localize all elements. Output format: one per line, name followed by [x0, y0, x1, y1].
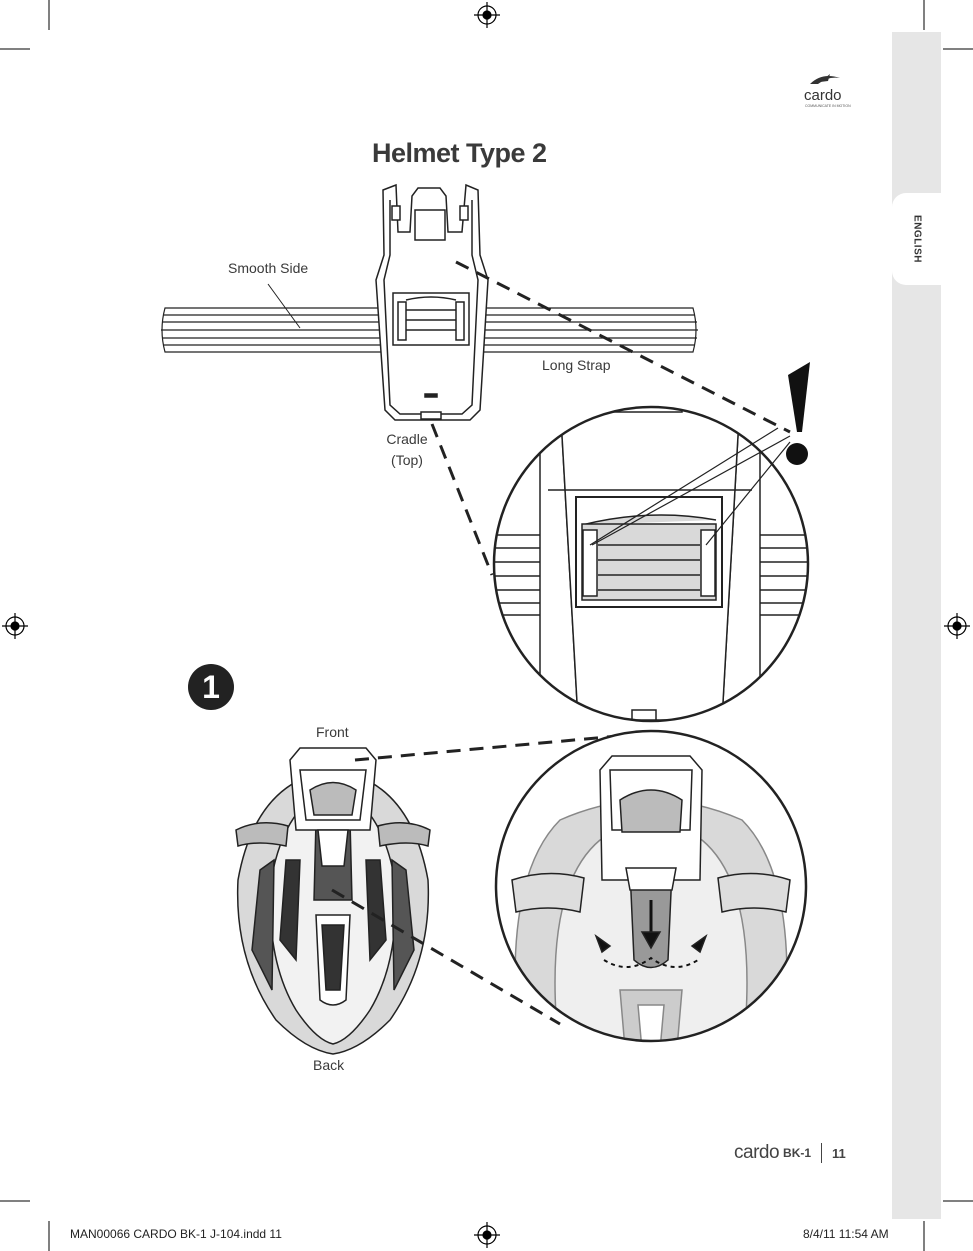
- cradle-top-view: [375, 183, 489, 421]
- warning-pointer-lines: [589, 427, 791, 546]
- step-number-badge: 1: [188, 664, 234, 710]
- registration-mark-left: [2, 613, 28, 639]
- smooth-side-pointer: [267, 283, 301, 329]
- registration-mark-bottom: [474, 1222, 500, 1248]
- registration-mark-right: [944, 613, 970, 639]
- cradle-label-line2: (Top): [391, 452, 423, 468]
- helmet-top-view: [235, 747, 431, 1055]
- slug-filename: MAN00066 CARDO BK-1 J-104.indd 11: [70, 1227, 282, 1241]
- footer-divider: [821, 1143, 823, 1163]
- footer-model: BK-1: [783, 1146, 812, 1160]
- language-tab: [892, 193, 941, 285]
- long-strap-label: Long Strap: [542, 357, 611, 373]
- front-label: Front: [316, 724, 349, 740]
- zoom-leader-lines-top: [430, 260, 791, 576]
- footer-wordmark: cardo: [734, 1142, 780, 1163]
- cradle-label-line1: Cradle: [386, 431, 428, 447]
- page-number: 11: [832, 1145, 846, 1161]
- cardo-logo-icon: cardo COMMUNICATE IN MOTION: [800, 70, 860, 115]
- logo-tagline: COMMUNICATE IN MOTION: [805, 104, 851, 108]
- back-label: Back: [313, 1057, 345, 1073]
- slug-timestamp: 8/4/11 11:54 AM: [803, 1227, 889, 1241]
- registration-mark-top: [474, 2, 500, 28]
- warning-exclamation-icon: [786, 362, 810, 465]
- zoom-leader-lines-bottom: [331, 732, 641, 1026]
- logo-wordmark: cardo: [804, 87, 842, 104]
- cradle-top-label: Cradle (Top): [382, 429, 432, 471]
- footer-brand: cardo BK-1 11: [734, 1140, 846, 1166]
- smooth-side-label: Smooth Side: [228, 260, 309, 276]
- page-title: Helmet Type 2: [372, 138, 547, 168]
- helmet-zoom-detail: [494, 729, 808, 1043]
